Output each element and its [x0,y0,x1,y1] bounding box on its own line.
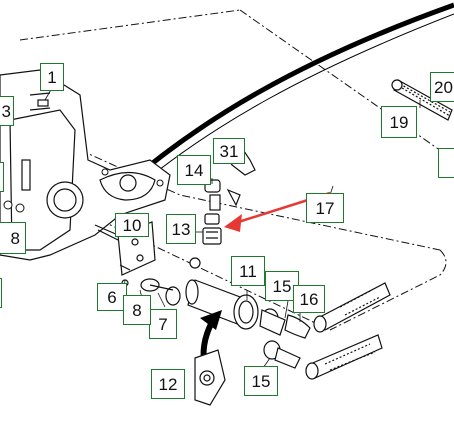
callout-part-31[interactable]: 31 [213,138,245,164]
callout-part-3-label: 3 [1,101,11,121]
callout-part-15-lower[interactable]: 15 [244,366,278,396]
callout-part-31-label: 31 [219,141,239,161]
callout-part-19[interactable]: 19 [381,106,417,138]
callout-part-15-lower-label: 15 [251,371,271,391]
callout-part-8-label: 8 [132,300,142,320]
callout-part-20-label: 20 [434,77,453,97]
callout-part-8-left[interactable]: 8 [0,222,26,254]
callout-part-11[interactable]: 11 [231,256,265,286]
callout-part-3[interactable]: 3 [0,96,14,126]
callout-partial-right[interactable] [438,148,454,178]
callout-part-10-label: 10 [122,215,142,235]
callout-partial-left-low[interactable] [0,278,2,308]
callout-part-1[interactable]: 1 [40,63,64,91]
callout-part-16-label: 16 [299,289,319,309]
callout-part-11-label: 11 [239,261,257,281]
callout-part-15-upper-label: 15 [272,276,292,296]
callout-part-16[interactable]: 16 [293,285,325,313]
callout-part-17[interactable]: 17 [306,193,344,223]
callout-part-13-label: 13 [171,219,191,239]
callout-part-14[interactable]: 14 [177,155,211,185]
callout-part-1-label: 1 [47,67,57,87]
highlight-arrow-head [224,214,242,232]
callout-part-10[interactable]: 10 [115,213,149,237]
callout-part-14-label: 14 [184,160,204,180]
callout-part-20[interactable]: 20 [430,72,454,102]
callout-part-12[interactable]: 12 [151,369,185,399]
callout-part-13[interactable]: 13 [166,214,196,244]
callout-partial-left-mid[interactable] [0,162,4,192]
callout-part-17-label: 17 [315,198,335,218]
callout-part-7[interactable]: 7 [149,309,177,339]
callout-part-12-label: 12 [158,374,178,394]
callout-part-8[interactable]: 8 [123,295,151,325]
callout-part-7-label: 7 [158,314,168,334]
callout-part-8-left-label: 8 [10,228,20,248]
callout-part-19-label: 19 [389,112,409,132]
callout-part-6-label: 6 [107,287,117,307]
